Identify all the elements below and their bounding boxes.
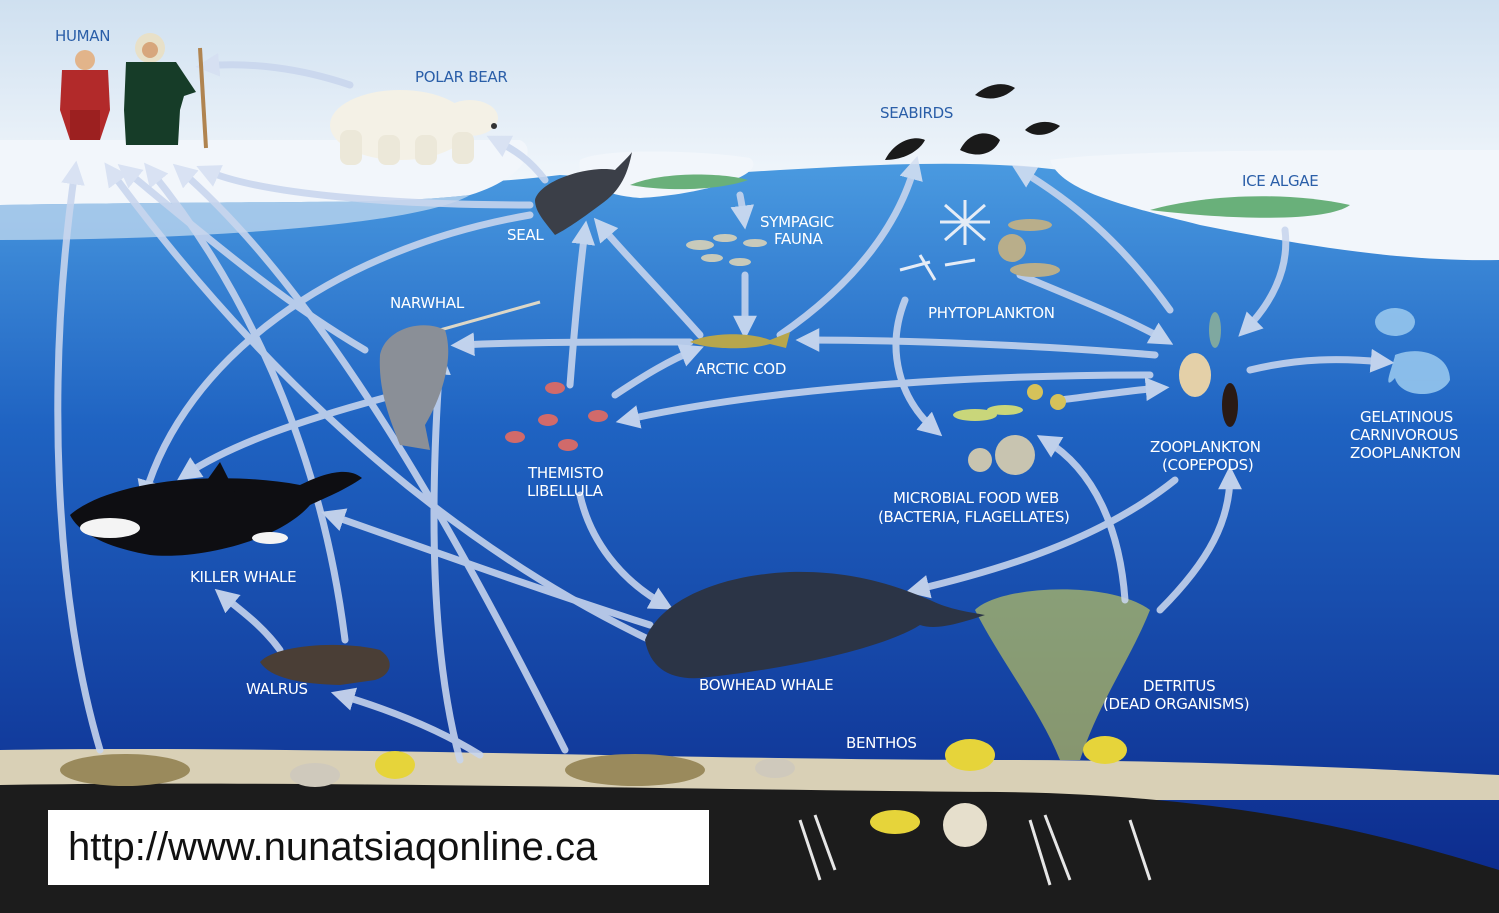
label-human: HUMAN [55,27,110,45]
label-microbial-1: MICROBIAL FOOD WEB [893,489,1059,507]
label-themisto-2: LIBELLULA [527,482,604,500]
source-url-box: http://www.nunatsiaqonline.ca [48,810,709,885]
label-gelatinous-2: CARNIVOROUS [1350,426,1458,444]
label-phytoplankton: PHYTOPLANKTON [928,304,1055,322]
human-face-large [142,42,158,58]
label-arctic-cod: ARCTIC COD [696,360,786,378]
label-ice-algae: ICE ALGAE [1242,172,1318,190]
label-zooplankton-2: (COPEPODS) [1162,456,1253,474]
label-killer-whale: KILLER WHALE [190,568,296,586]
label-walrus: WALRUS [246,680,308,698]
label-seal: SEAL [507,226,544,244]
human-head-small [75,50,95,70]
label-narwhal: NARWHAL [390,294,465,312]
source-url: http://www.nunatsiaqonline.ca [68,825,597,870]
label-themisto-1: THEMISTO [527,464,603,482]
label-seabirds: SEABIRDS [880,104,953,122]
label-zooplankton-1: ZOOPLANKTON [1150,438,1261,456]
label-sympagic-fauna-2: FAUNA [774,230,824,248]
label-microbial-2: (BACTERIA, FLAGELLATES) [878,508,1070,526]
arrow-ice-to-fauna [740,195,744,220]
label-gelatinous-1: GELATINOUS [1360,408,1453,426]
polar-bear-illustration [330,90,498,165]
label-detritus-2: (DEAD ORGANISMS) [1103,695,1249,713]
label-benthos: BENTHOS [846,734,917,752]
label-polar-bear: POLAR BEAR [415,68,507,86]
human-legs-red [70,110,100,140]
label-sympagic-fauna-1: SYMPAGIC [760,213,834,231]
label-gelatinous-3: ZOOPLANKTON [1350,444,1461,462]
label-detritus-1: DETRITUS [1143,677,1215,695]
label-bowhead-whale: BOWHEAD WHALE [699,676,833,694]
